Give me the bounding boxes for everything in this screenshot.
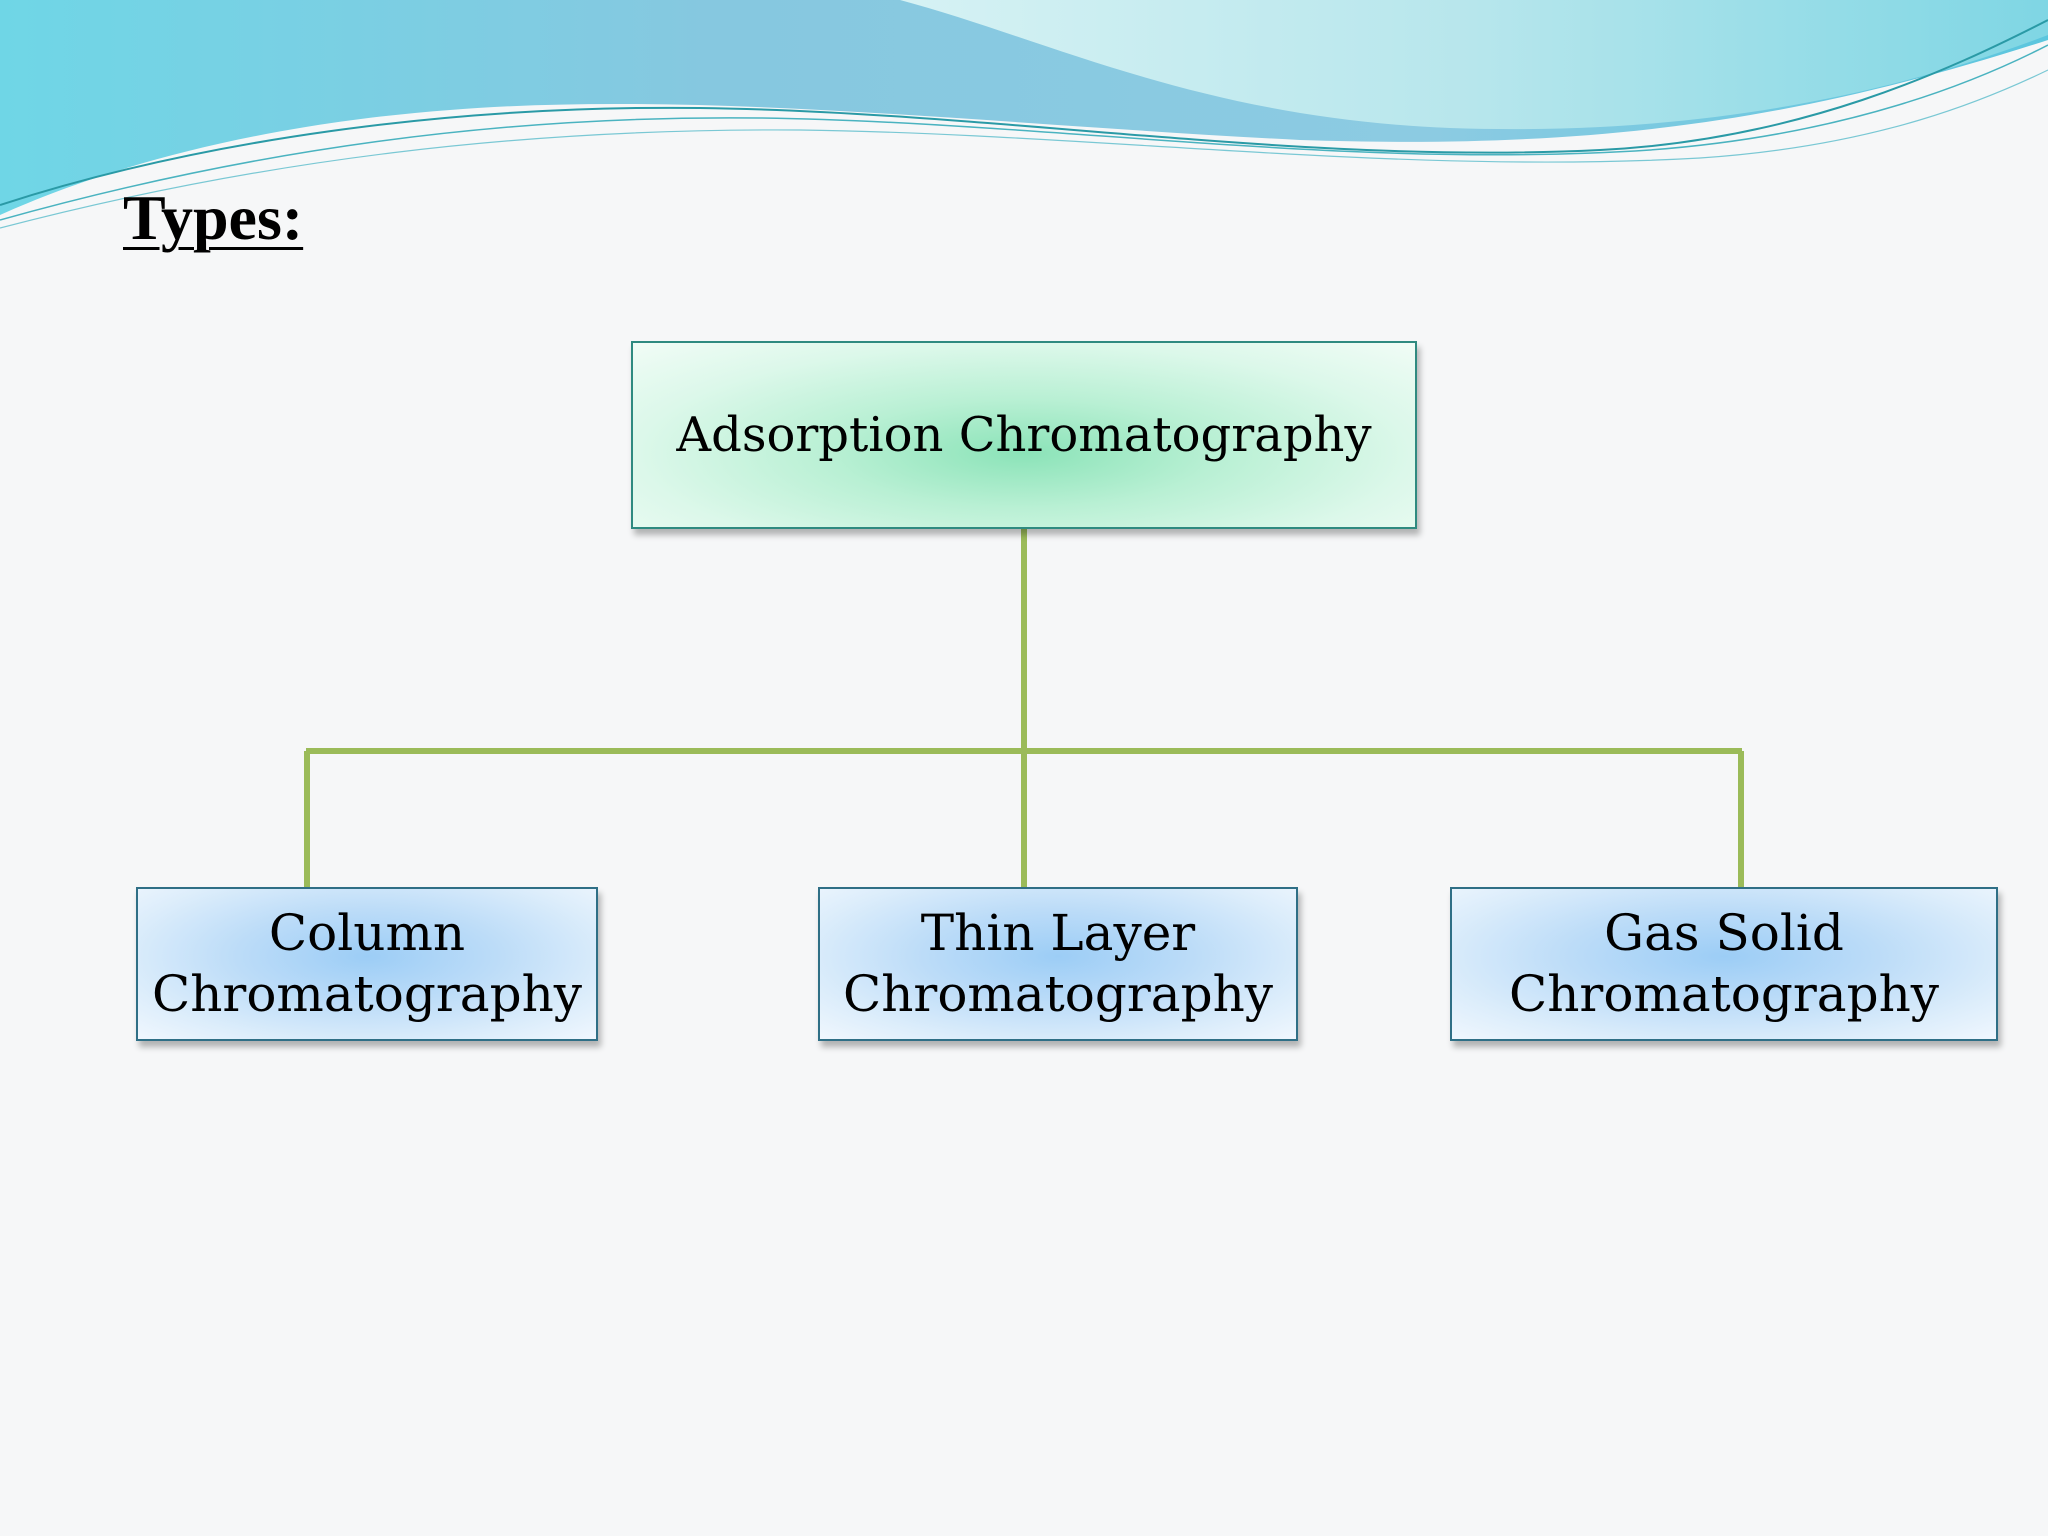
slide-title: Types: xyxy=(123,182,304,253)
node-column-chromatography: Column Chromatography xyxy=(136,887,598,1041)
node-label-line: Gas Solid xyxy=(1604,904,1844,962)
node-label-line: Column xyxy=(268,904,466,962)
node-label: Adsorption Chromatography xyxy=(676,407,1372,463)
node-label-line: Chromatography xyxy=(151,965,583,1023)
node-adsorption-chromatography: Adsorption Chromatography xyxy=(631,341,1417,529)
node-label-line: Chromatography xyxy=(842,965,1274,1023)
header-wave-decoration xyxy=(0,0,2048,229)
node-thin-layer-chromatography: Thin Layer Chromatography xyxy=(818,887,1298,1041)
node-label: Column Chromatography xyxy=(152,903,582,1025)
node-label-line: Thin Layer xyxy=(920,904,1196,962)
node-label-line: Chromatography xyxy=(1508,965,1940,1023)
node-gas-solid-chromatography: Gas Solid Chromatography xyxy=(1450,887,1998,1041)
node-label: Thin Layer Chromatography xyxy=(843,903,1273,1025)
node-label: Gas Solid Chromatography xyxy=(1509,903,1939,1025)
